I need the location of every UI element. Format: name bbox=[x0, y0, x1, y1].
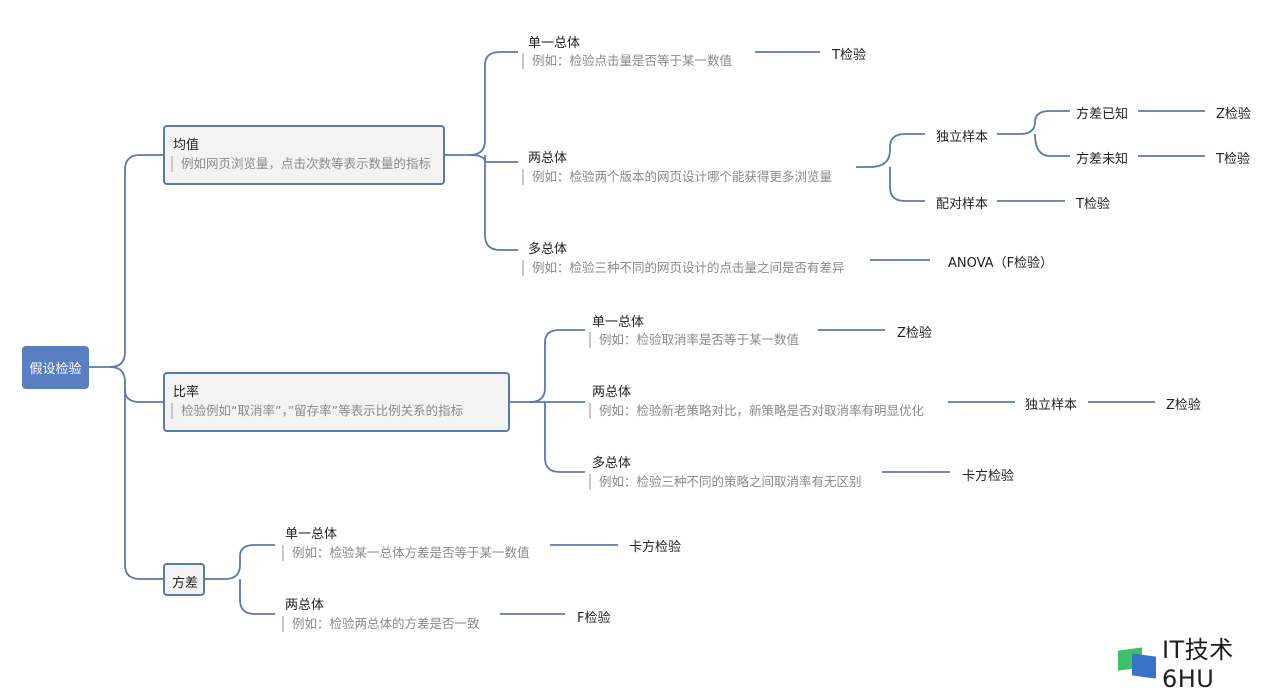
mean-two-independent-label: 独立样本 bbox=[936, 130, 989, 145]
mean-two-unknown-label: 方差未知 bbox=[1076, 152, 1129, 167]
mean-two-paired-result: T检验 bbox=[1076, 197, 1110, 212]
ratio-node: 比率 检验例如“取消率”，”留存率”等表示比例关系的指标 bbox=[163, 372, 510, 432]
ratio-multi-label: 多总体 bbox=[592, 456, 632, 471]
ratio-label: 比率 bbox=[173, 385, 200, 400]
mean-two-paired-label: 配对样本 bbox=[936, 197, 989, 212]
mean-node: 均值 例如网页浏览量，点击次数等表示数量的指标 bbox=[163, 125, 445, 185]
variance-two-result: F检验 bbox=[577, 611, 611, 626]
ratio-single-note: 例如：检验取消率是否等于某一数值 bbox=[589, 332, 799, 348]
variance-two-label: 两总体 bbox=[285, 598, 325, 613]
connector-lines bbox=[89, 51, 1205, 615]
mean-two-label: 两总体 bbox=[528, 151, 568, 166]
variance-node: 方差 bbox=[163, 563, 205, 596]
ratio-two-note: 例如：检验新老策略对比，新策略是否对取消率有明显优化 bbox=[589, 403, 924, 419]
ratio-two-sample: 独立样本 bbox=[1025, 398, 1078, 413]
root-label: 假设检验 bbox=[29, 362, 82, 377]
logo-text: IT技术6HU bbox=[1161, 636, 1234, 693]
mean-multi-label: 多总体 bbox=[528, 242, 568, 257]
ratio-multi-note: 例如：检验三种不同的策略之间取消率有无区别 bbox=[589, 474, 862, 490]
mean-two-unknown-result: T检验 bbox=[1216, 152, 1250, 167]
brand-logo: IT技术6HU bbox=[1118, 630, 1280, 693]
mean-single-note: 例如：检验点击量是否等于某一数值 bbox=[522, 53, 732, 69]
ratio-note: 检验例如“取消率”，”留存率”等表示比例关系的指标 bbox=[171, 403, 463, 419]
mean-multi-note: 例如：检验三种不同的网页设计的点击量之间是否有差异 bbox=[522, 260, 845, 276]
variance-label: 方差 bbox=[172, 576, 199, 591]
ratio-single-label: 单一总体 bbox=[592, 315, 645, 330]
ratio-single-result: Z检验 bbox=[897, 326, 932, 341]
mean-single-label: 单一总体 bbox=[528, 36, 581, 51]
mean-single-result: T检验 bbox=[832, 48, 866, 63]
variance-single-note: 例如：检验某一总体方差是否等于某一数值 bbox=[282, 545, 530, 561]
variance-two-note: 例如：检验两总体的方差是否一致 bbox=[282, 616, 480, 632]
ratio-multi-result: 卡方检验 bbox=[962, 469, 1015, 484]
mean-note: 例如网页浏览量，点击次数等表示数量的指标 bbox=[171, 156, 431, 172]
mean-label: 均值 bbox=[173, 138, 200, 153]
variance-single-result: 卡方检验 bbox=[629, 540, 682, 555]
mean-multi-result: ANOVA（F检验） bbox=[948, 256, 1054, 271]
mean-two-note: 例如：检验两个版本的网页设计哪个能获得更多浏览量 bbox=[522, 169, 832, 185]
ratio-two-label: 两总体 bbox=[592, 385, 632, 400]
mean-two-known-result: Z检验 bbox=[1216, 107, 1251, 122]
variance-single-label: 单一总体 bbox=[285, 527, 338, 542]
ratio-two-result: Z检验 bbox=[1166, 398, 1201, 413]
mean-two-known-label: 方差已知 bbox=[1076, 107, 1129, 122]
logo-icon bbox=[1118, 646, 1158, 679]
root-node: 假设检验 bbox=[22, 346, 89, 389]
